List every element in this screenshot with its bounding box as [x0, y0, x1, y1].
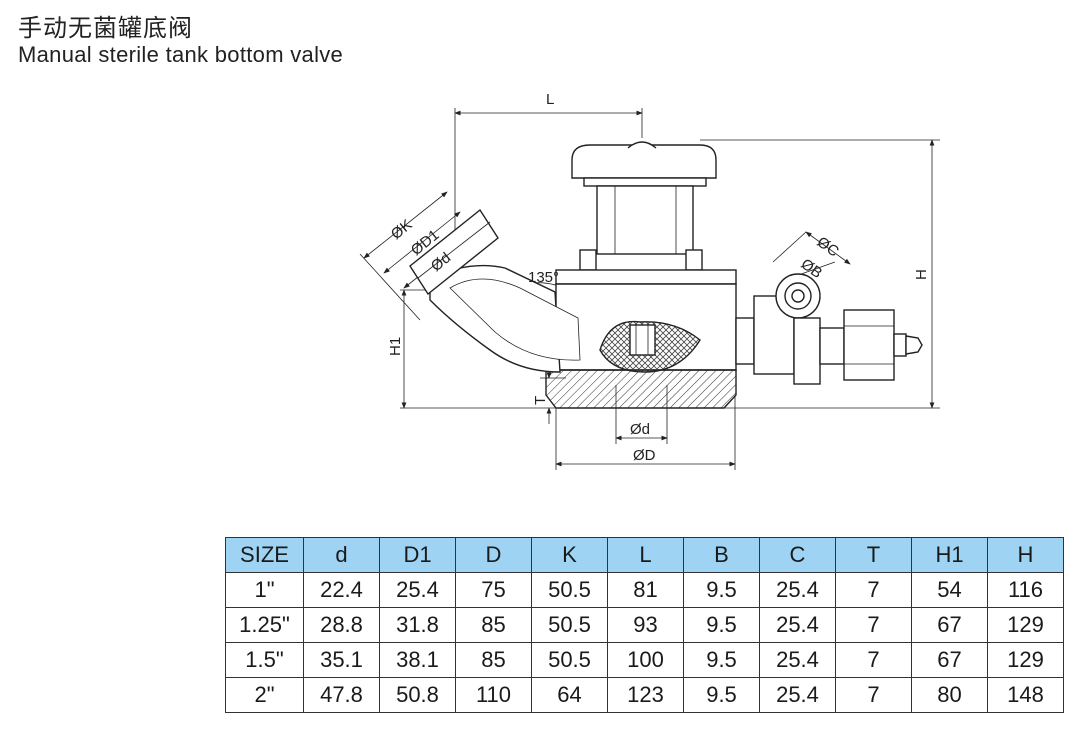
table-cell: 85	[455, 642, 532, 678]
table-cell: 25.4	[759, 642, 836, 678]
col-header-b: B	[683, 537, 760, 573]
table-cell: 25.4	[759, 677, 836, 713]
table-cell: 100	[607, 642, 684, 678]
table-cell: 75	[455, 572, 532, 608]
table-cell: 54	[911, 572, 988, 608]
table-cell: 50.5	[531, 572, 608, 608]
table-cell: 67	[911, 642, 988, 678]
col-header-d1: D1	[379, 537, 456, 573]
col-header-t: T	[835, 537, 912, 573]
table-cell: 25.4	[379, 572, 456, 608]
table-cell: 22.4	[303, 572, 380, 608]
table-cell: 67	[911, 607, 988, 643]
table-cell: 9.5	[683, 642, 760, 678]
table-cell: 116	[987, 572, 1064, 608]
dim-label-D: ØD	[633, 447, 656, 464]
dim-label-d-bottom: Ød	[630, 421, 650, 438]
page-title-english: Manual sterile tank bottom valve	[18, 42, 344, 67]
table-cell: 80	[911, 677, 988, 713]
table-cell: 129	[987, 607, 1064, 643]
table-cell: 123	[607, 677, 684, 713]
table-cell: 31.8	[379, 607, 456, 643]
table-cell: 81	[607, 572, 684, 608]
table-cell: 25.4	[759, 607, 836, 643]
table-cell: 7	[835, 572, 912, 608]
table-cell: 47.8	[303, 677, 380, 713]
table-cell: 28.8	[303, 607, 380, 643]
table-cell: 7	[835, 607, 912, 643]
col-header-l: L	[607, 537, 684, 573]
dim-label-C: ØC	[814, 233, 842, 260]
table-row: 1.25" 28.8 31.8 85 50.5 93 9.5 25.4 7 67…	[225, 607, 1064, 643]
valve-technical-drawing: L H H1 T ØK ØD1 Ød 135° ØC ØB Ød ØD	[359, 91, 940, 470]
table-cell: 2"	[225, 677, 304, 713]
dim-label-H: H	[913, 269, 930, 280]
dim-label-angle: 135°	[528, 269, 559, 286]
table-cell: 148	[987, 677, 1064, 713]
table-cell: 7	[835, 677, 912, 713]
table-cell: 110	[455, 677, 532, 713]
col-header-D: D	[455, 537, 532, 573]
table-cell: 7	[835, 642, 912, 678]
table-cell: 9.5	[683, 572, 760, 608]
dim-label-T: T	[532, 396, 549, 405]
table-cell: 1.25"	[225, 607, 304, 643]
table-row: 1" 22.4 25.4 75 50.5 81 9.5 25.4 7 54 11…	[225, 572, 1064, 608]
col-header-h: H	[987, 537, 1064, 573]
col-header-h1: H1	[911, 537, 988, 573]
table-cell: 1.5"	[225, 642, 304, 678]
col-header-c: C	[759, 537, 836, 573]
col-header-d: d	[303, 537, 380, 573]
table-cell: 9.5	[683, 607, 760, 643]
table-cell: 85	[455, 607, 532, 643]
table-row: 2" 47.8 50.8 110 64 123 9.5 25.4 7 80 14…	[225, 677, 1064, 713]
dim-label-H1: H1	[387, 337, 404, 356]
dim-label-L: L	[546, 91, 554, 108]
table-cell: 64	[531, 677, 608, 713]
table-cell: 25.4	[759, 572, 836, 608]
table-cell: 50.5	[531, 642, 608, 678]
table-row: 1.5" 35.1 38.1 85 50.5 100 9.5 25.4 7 67…	[225, 642, 1064, 678]
dimension-table: SIZE d D1 D K L B C T H1 H 1" 22.4 25.4 …	[225, 537, 1064, 713]
table-cell: 50.8	[379, 677, 456, 713]
table-header-row: SIZE d D1 D K L B C T H1 H	[225, 537, 1064, 573]
col-header-size: SIZE	[225, 537, 304, 573]
table-cell: 93	[607, 607, 684, 643]
table-cell: 35.1	[303, 642, 380, 678]
table-cell: 50.5	[531, 607, 608, 643]
table-cell: 1"	[225, 572, 304, 608]
table-cell: 9.5	[683, 677, 760, 713]
col-header-k: K	[531, 537, 608, 573]
page-title-chinese: 手动无菌罐底阀	[18, 14, 193, 42]
table-cell: 38.1	[379, 642, 456, 678]
table-cell: 129	[987, 642, 1064, 678]
